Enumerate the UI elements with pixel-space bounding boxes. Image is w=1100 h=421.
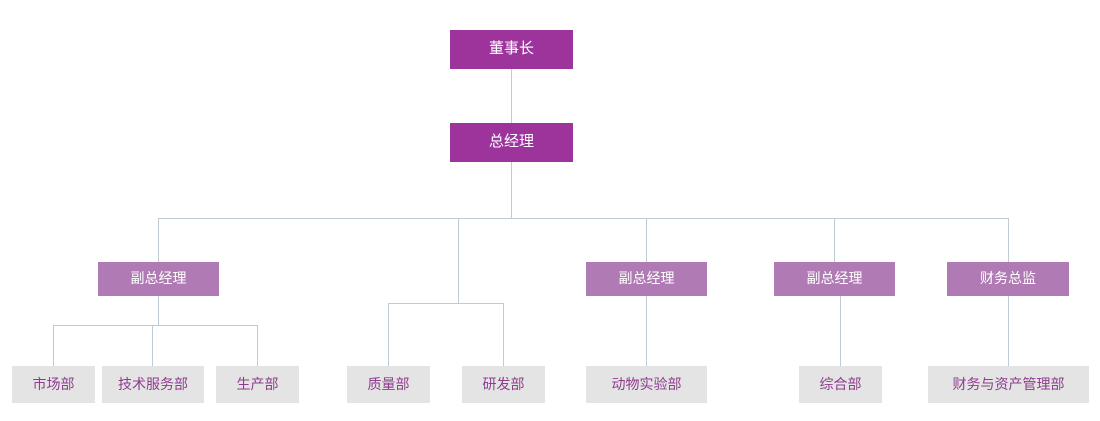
node-general-manager[interactable]: 总经理 <box>450 123 573 162</box>
node-vice-president-4[interactable]: 副总经理 <box>774 262 895 296</box>
connector-vp1-bus <box>53 325 258 326</box>
node-vice-president-4-label: 副总经理 <box>806 270 863 287</box>
node-department-quality-label: 质量部 <box>367 375 410 392</box>
node-department-general-affairs[interactable]: 综合部 <box>799 366 882 403</box>
connector-bus-to-vp2 <box>458 218 459 303</box>
node-cfo-label: 财务总监 <box>980 270 1036 287</box>
node-vice-president-3[interactable]: 副总经理 <box>586 262 707 296</box>
connector-bus-to-vp3 <box>646 218 647 262</box>
connector-vp2-to-quality <box>388 303 389 366</box>
connector-vp2-bus <box>388 303 504 304</box>
node-general-manager-label: 总经理 <box>488 133 534 151</box>
node-department-production-label: 生产部 <box>236 375 279 392</box>
node-vice-president-1[interactable]: 副总经理 <box>98 262 219 296</box>
node-department-production[interactable]: 生产部 <box>216 366 299 403</box>
node-department-quality[interactable]: 质量部 <box>347 366 430 403</box>
connector-vp1-to-production <box>257 325 258 366</box>
node-department-general-affairs-label: 综合部 <box>819 375 862 392</box>
node-department-rnd-label: 研发部 <box>482 375 525 392</box>
node-chairman[interactable]: 董事长 <box>450 30 573 69</box>
connector-chairman-to-gm <box>511 69 512 123</box>
connector-bus-to-vp4 <box>834 218 835 262</box>
connector-bus-to-cfo <box>1008 218 1009 262</box>
connector-vp4-to-general-affairs <box>840 296 841 366</box>
connector-cfo-to-finance-asset <box>1008 296 1009 366</box>
connector-vp1-dropline <box>158 296 159 325</box>
node-vice-president-3-label: 副总经理 <box>618 270 675 287</box>
node-cfo[interactable]: 财务总监 <box>947 262 1069 296</box>
node-department-finance-asset-label: 财务与资产管理部 <box>952 375 1065 392</box>
node-department-tech-service[interactable]: 技术服务部 <box>102 366 204 403</box>
connector-gm-dropline <box>511 162 512 218</box>
connector-bus-to-vp1 <box>158 218 159 262</box>
node-department-animal-lab[interactable]: 动物实验部 <box>586 366 707 403</box>
connector-vp1-to-marketing <box>53 325 54 366</box>
node-chairman-label: 董事长 <box>488 40 534 58</box>
connector-vp2-to-rnd <box>503 303 504 366</box>
connector-vp1-to-tech-service <box>152 325 153 366</box>
node-department-marketing[interactable]: 市场部 <box>12 366 95 403</box>
connector-level3-bus <box>158 218 1009 219</box>
connector-vp3-to-animal-lab <box>646 296 647 366</box>
node-department-tech-service-label: 技术服务部 <box>118 375 188 392</box>
node-vice-president-1-label: 副总经理 <box>130 270 187 287</box>
node-department-marketing-label: 市场部 <box>32 375 75 392</box>
node-department-finance-asset[interactable]: 财务与资产管理部 <box>928 366 1089 403</box>
node-department-rnd[interactable]: 研发部 <box>462 366 545 403</box>
node-department-animal-lab-label: 动物实验部 <box>611 375 682 392</box>
